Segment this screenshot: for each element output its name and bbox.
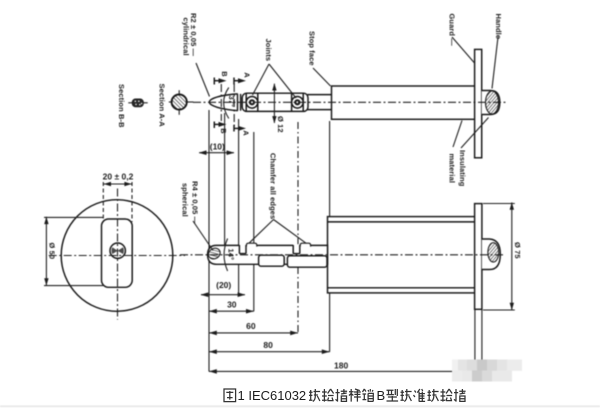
- svg-text:Ø 12: Ø 12: [276, 116, 285, 133]
- svg-text:B: B: [219, 128, 228, 134]
- svg-text:Stop face: Stop face: [308, 31, 317, 66]
- svg-text:1 IEC61032: 1 IEC61032: [238, 388, 307, 403]
- svg-text:Guard —: Guard —: [448, 14, 457, 47]
- svg-text:Ø 50: Ø 50: [48, 243, 57, 260]
- svg-text:Chamfer all edges: Chamfer all edges: [268, 153, 277, 219]
- svg-text:Joints: Joints: [264, 39, 273, 62]
- svg-text:cylindrical: cylindrical: [182, 18, 191, 56]
- svg-text:material: material: [447, 154, 456, 184]
- svg-text:Section B-B: Section B-B: [117, 84, 126, 128]
- svg-text:60: 60: [246, 321, 256, 331]
- svg-text:14°: 14°: [226, 249, 235, 261]
- svg-text:Section A-A: Section A-A: [158, 84, 167, 128]
- svg-text:Insulating: Insulating: [458, 150, 467, 187]
- svg-text:Ø 75: Ø 75: [513, 242, 522, 259]
- svg-text:80: 80: [263, 340, 273, 350]
- svg-text:spherical: spherical: [181, 183, 190, 217]
- svg-text:R2 ± 0,05 —: R2 ± 0,05 —: [189, 13, 198, 57]
- svg-text:A: A: [242, 130, 251, 136]
- svg-text:Handle: Handle: [494, 14, 503, 40]
- svg-text:R4 ± 0,05 —: R4 ± 0,05 —: [190, 181, 199, 225]
- svg-text:B: B: [220, 71, 229, 77]
- svg-text:30: 30: [227, 300, 237, 310]
- svg-text:20 ± 0,2: 20 ± 0,2: [103, 172, 134, 182]
- svg-text:(10): (10): [210, 142, 225, 152]
- svg-text:B: B: [377, 388, 386, 403]
- svg-text:A: A: [243, 72, 252, 78]
- svg-text:(20): (20): [216, 280, 231, 290]
- svg-text:37°: 37°: [227, 96, 236, 108]
- svg-text:180: 180: [334, 361, 348, 371]
